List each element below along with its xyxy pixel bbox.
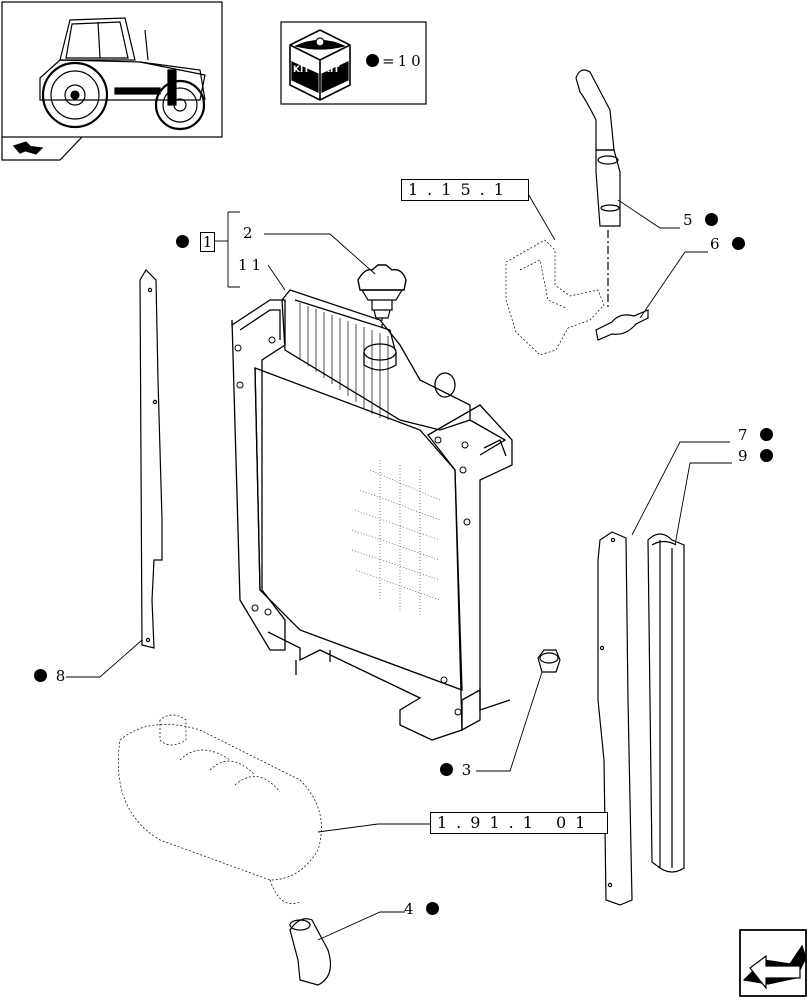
callout-5[interactable]: 5 [683, 211, 719, 229]
radiator-cap [357, 264, 407, 330]
tractor-thumbnail-icon[interactable] [1, 1, 223, 161]
group-item-2[interactable]: 2 [243, 224, 257, 242]
elbow-hose [289, 918, 331, 986]
support-bracket-ghost [505, 239, 605, 356]
bullet-icon [705, 213, 719, 226]
callout-5-number: 5 [683, 211, 697, 229]
left-side-seal [139, 269, 163, 649]
rubber-strip [647, 533, 685, 873]
ref-top-text: 1.15.1 [408, 180, 513, 199]
callout-8[interactable]: 8 [34, 667, 69, 685]
kit-box-icon [289, 29, 351, 101]
exhaust-clamp [595, 309, 649, 341]
callout-6-number: 6 [710, 235, 724, 253]
radiator [231, 289, 513, 741]
callout-8-number: 8 [55, 667, 70, 685]
callout-4[interactable]: 4 [404, 900, 440, 918]
group-bracket-label: 1 [199, 232, 216, 252]
callout-6[interactable]: 6 [710, 235, 746, 253]
ref-bottom-text: 1.91.1 01 [437, 813, 595, 832]
bullet-icon [440, 763, 453, 776]
callout-3-number: 3 [461, 761, 476, 779]
bullet-icon [366, 54, 379, 67]
bullet-icon [760, 428, 774, 441]
ref-box-top[interactable]: 1.15.1 [401, 179, 529, 201]
bullet-icon [760, 449, 774, 462]
callout-7[interactable]: 7 [738, 426, 774, 444]
callout-3[interactable]: 3 [440, 761, 475, 779]
kit-text-left: KIT [293, 65, 310, 75]
exhaust-pipe [575, 69, 621, 310]
drain-plug [537, 649, 561, 673]
group-callout[interactable]: 1 [176, 232, 216, 252]
callout-9-number: 9 [738, 447, 752, 465]
bullet-icon [176, 235, 189, 248]
bullet-icon [426, 902, 440, 915]
callout-9[interactable]: 9 [738, 447, 774, 465]
kit-quantity: =10 [366, 52, 425, 70]
air-intake-hose-ghost [117, 714, 322, 904]
kit-frame [280, 21, 427, 105]
bullet-icon [34, 669, 47, 682]
bullet-icon [732, 237, 746, 250]
callout-7-number: 7 [738, 426, 752, 444]
ref-box-bottom[interactable]: 1.91.1 01 [430, 812, 608, 834]
next-page-arrow-icon[interactable] [739, 929, 807, 997]
callout-4-number: 4 [404, 900, 418, 918]
right-side-seal [597, 531, 633, 906]
kit-text-right: KIT [323, 65, 340, 75]
kit-qty-value: 10 [397, 52, 425, 70]
group-item-11[interactable]: 11 [238, 256, 266, 274]
